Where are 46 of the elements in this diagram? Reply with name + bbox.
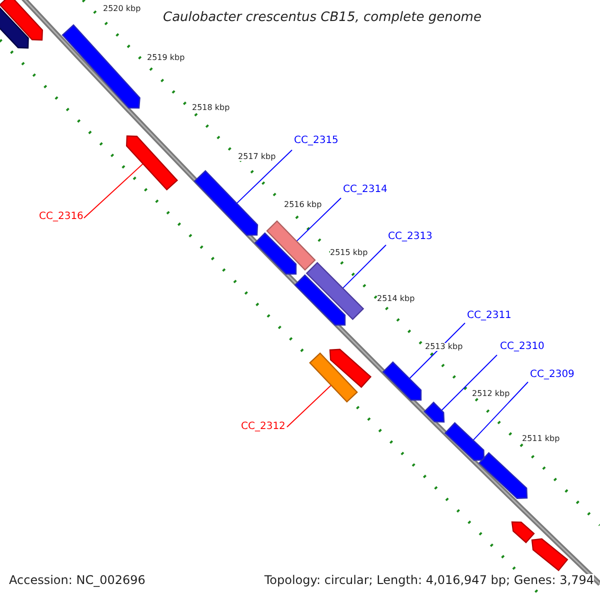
leader-line (84, 163, 144, 218)
title: Caulobacter crescentus CB15, complete genome (163, 11, 482, 24)
gene-segment (0, 6, 29, 49)
leader-line (408, 322, 466, 380)
leader-line (236, 150, 292, 204)
tick-label: 2514 kbp (377, 295, 415, 303)
leader-line (286, 384, 332, 428)
tick-label: 2517 kbp (238, 153, 276, 161)
gene-label: CC_2309 (530, 370, 574, 380)
gene-segment (382, 361, 422, 401)
gene-label: CC_2316 (39, 212, 84, 222)
gene-segment (329, 348, 372, 388)
leader-line (472, 382, 528, 441)
leader-line (342, 244, 386, 289)
gene-segment (511, 521, 535, 544)
tick-label: 2519 kbp (147, 54, 185, 62)
tick-label: 2515 kbp (330, 249, 368, 257)
gene-segment (126, 135, 178, 191)
gene-label: CC_2311 (467, 311, 512, 321)
leader-line (441, 354, 498, 411)
gene-segment (0, 0, 43, 41)
gene-segment (62, 24, 140, 109)
gene-segment (254, 232, 297, 275)
tick-label: 2511 kbp (522, 435, 560, 443)
gene-segment (194, 170, 258, 236)
gene-segment (294, 274, 346, 326)
gene-segment (309, 352, 358, 403)
tick-label: 2516 kbp (284, 201, 322, 209)
gene-label: CC_2313 (388, 232, 432, 242)
gene-segment (266, 220, 316, 271)
leader-line (296, 198, 342, 242)
gene-label: CC_2312 (241, 422, 286, 432)
gene-label: CC_2315 (294, 136, 338, 146)
gene-label: CC_2314 (343, 185, 388, 195)
gene-segment (424, 402, 445, 423)
gene-label: CC_2310 (500, 342, 544, 352)
gene-segment (478, 452, 528, 499)
tick-label: 2513 kbp (425, 343, 463, 351)
gene-segment (444, 422, 485, 461)
gene-segment (306, 262, 364, 320)
tick-label: 2512 kbp (472, 390, 510, 398)
footer-text: Topology: circular; Length: 4,016,947 bp; Genes: 3,794 (264, 574, 594, 586)
tick-label: 2518 kbp (192, 104, 230, 112)
footer-text: Accession: NC_002696 (9, 574, 146, 586)
tick-label: 2520 kbp (103, 5, 141, 13)
gene-segment (531, 538, 568, 572)
